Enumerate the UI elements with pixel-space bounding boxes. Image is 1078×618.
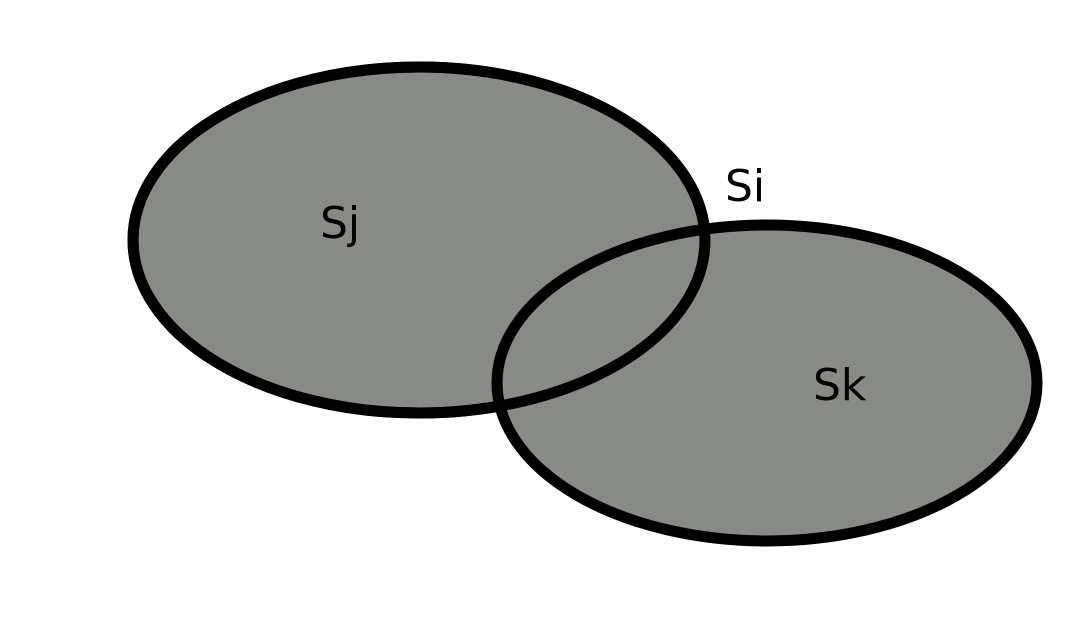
set-sj-label: Sj <box>320 198 360 249</box>
set-sk-ellipse <box>491 219 1043 547</box>
set-sj-outline <box>127 61 711 419</box>
set-sk-label: Sk <box>813 360 867 411</box>
intersection-si-label: Si <box>725 161 765 212</box>
